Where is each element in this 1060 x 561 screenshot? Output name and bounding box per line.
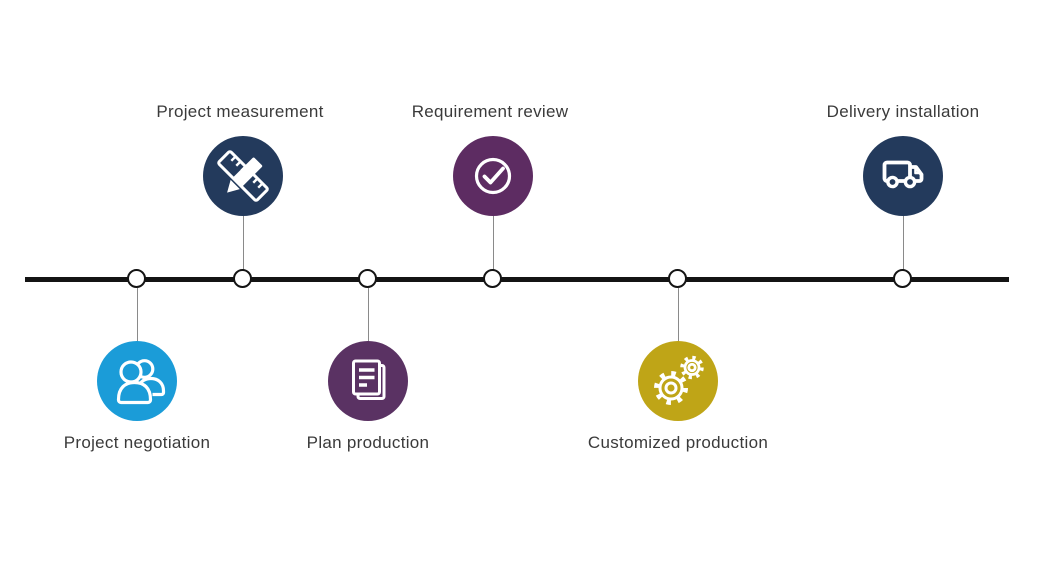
timeline-node <box>358 269 377 288</box>
connector-line <box>242 214 244 270</box>
step-circle-delivery-installation <box>863 136 943 216</box>
timeline-node <box>233 269 252 288</box>
step-circle-plan-production <box>328 341 408 421</box>
check-circle-icon <box>474 157 512 195</box>
timeline-node <box>893 269 912 288</box>
step-label-delivery-installation: Delivery installation <box>826 102 980 121</box>
timeline-node <box>668 269 687 288</box>
gears-icon <box>654 355 704 405</box>
step-label-requirement-review: Requirement review <box>411 102 569 121</box>
connector-line <box>367 288 369 342</box>
step-circle-customized-production <box>638 341 718 421</box>
timeline-axis <box>25 277 1009 282</box>
connector-line <box>136 288 138 342</box>
connector-line <box>902 214 904 270</box>
step-label-project-negotiation: Project negotiation <box>63 433 211 452</box>
truck-icon <box>882 160 924 189</box>
document-icon <box>352 359 386 400</box>
people-icon <box>116 359 166 405</box>
step-label-plan-production: Plan production <box>306 433 430 452</box>
connector-line <box>677 288 679 342</box>
step-label-project-measurement: Project measurement <box>156 102 324 121</box>
step-circle-project-negotiation <box>97 341 177 421</box>
connector-line <box>492 214 494 270</box>
ruler-pencil-icon <box>217 150 269 202</box>
step-circle-requirement-review <box>453 136 533 216</box>
timeline-node <box>127 269 146 288</box>
step-circle-project-measurement <box>203 136 283 216</box>
timeline-node <box>483 269 502 288</box>
step-label-customized-production: Customized production <box>587 433 769 452</box>
